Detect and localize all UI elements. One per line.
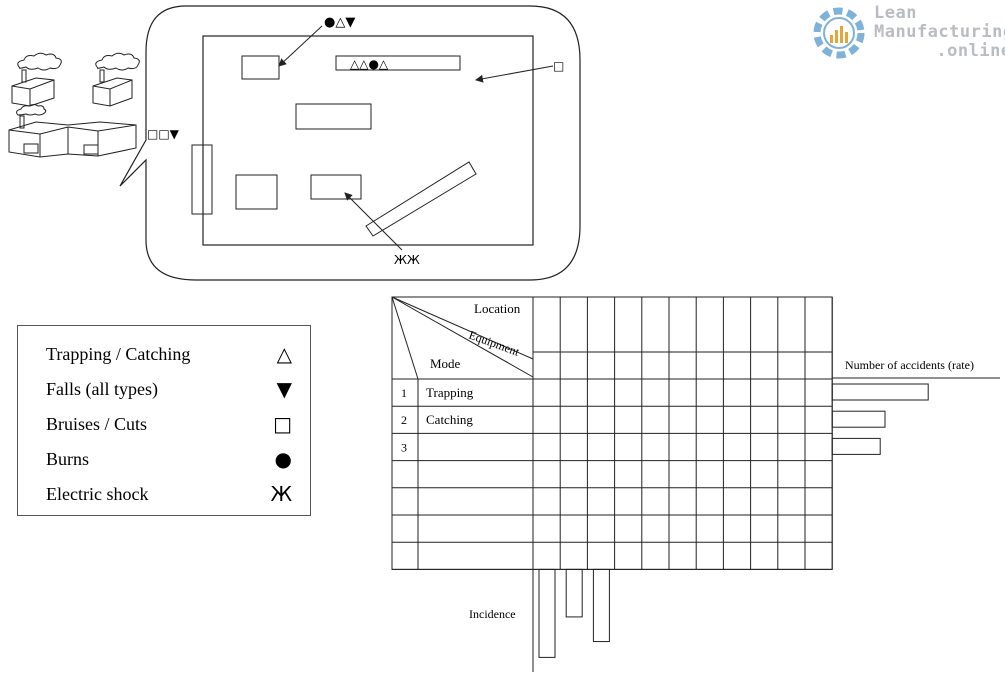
symbols-bottom-marker: ЖЖ [394, 253, 420, 267]
arrow-top-cluster [278, 25, 323, 67]
legend-label: Electric shock [46, 484, 149, 504]
header-equipment-label: Equipment [467, 328, 522, 359]
arrow-bottom-marker [344, 192, 403, 251]
factory-building-left [11, 52, 62, 107]
legend-item-electric: Electric shock Ж [46, 479, 296, 509]
symbol-legend: Trapping / Catching △ Falls (all types) … [17, 325, 311, 516]
accident-arrows [278, 25, 554, 251]
floor-equipment [191, 55, 477, 237]
legend-item-bruises: Bruises / Cuts □ [46, 409, 296, 439]
legend-item-burns: Burns ● [46, 444, 296, 474]
logo-line-3: .online [936, 41, 1005, 61]
electric-shock-icon: Ж [270, 482, 292, 506]
arrow-right-marker [475, 65, 554, 83]
triangle-filled-down-icon: ▼ [276, 377, 292, 401]
symbols-left-marker: □□▼ [147, 127, 180, 141]
logo-line-1: Lean [874, 3, 917, 23]
equipment-box-bottom [310, 174, 362, 200]
row-mode-label: Trapping [426, 385, 474, 400]
header-diagonal [391, 296, 534, 378]
bottom-bar [565, 568, 583, 618]
header-diagonal [391, 296, 534, 360]
factory-illustration [8, 52, 140, 158]
bottom-bar [592, 568, 610, 643]
legend-label: Burns [46, 449, 90, 469]
legend-item-trapping: Trapping / Catching △ [46, 339, 296, 369]
gear-chart-icon [813, 7, 865, 59]
row-number: 2 [401, 413, 407, 427]
equipment-box-top-left [241, 55, 280, 80]
legend-label: Falls (all types) [46, 379, 158, 399]
row-mode-label: Catching [426, 412, 473, 427]
equipment-box-center [295, 103, 372, 130]
legend-item-falls: Falls (all types) ▼ [46, 374, 296, 404]
equipment-row-machine [335, 55, 461, 71]
square-outline-icon: □ [273, 412, 292, 436]
equipment-conveyor [365, 161, 477, 237]
equipment-box-left [235, 174, 278, 210]
bottom-bar [538, 568, 556, 658]
symbol-right-marker: □ [553, 59, 564, 73]
side-bar [831, 410, 886, 428]
row-number: 1 [401, 386, 407, 400]
row-number: 3 [401, 440, 407, 454]
legend-label: Trapping / Catching [46, 344, 191, 364]
header-diagonal [391, 296, 419, 380]
header-mode-label: Mode [430, 356, 461, 371]
symbols-top-cluster: ●△▼ [324, 15, 355, 30]
equipment-wall-strip [191, 144, 213, 215]
floor-plan-boundary [202, 35, 534, 246]
circle-filled-icon: ● [274, 447, 292, 471]
factory-building-main [8, 104, 137, 158]
side-bar [831, 437, 881, 455]
logo-line-2: Manufacturing [874, 22, 1005, 42]
side-bar [831, 383, 929, 401]
side-axis-label: Number of accidents (rate) [845, 358, 974, 372]
logo-wordmark: Lean Manufacturing .online [874, 4, 1005, 61]
legend-label: Bruises / Cuts [46, 414, 148, 434]
header-location-label: Location [474, 301, 521, 316]
symbols-machine-row: △△●△ [350, 57, 389, 71]
lean-manufacturing-logo: Lean Manufacturing .online [806, 2, 1005, 64]
bottom-axis-label: Incidence [469, 607, 516, 621]
factory-floor-callout [119, 5, 581, 281]
factory-building-right [92, 52, 140, 107]
triangle-outline-icon: △ [276, 342, 292, 366]
